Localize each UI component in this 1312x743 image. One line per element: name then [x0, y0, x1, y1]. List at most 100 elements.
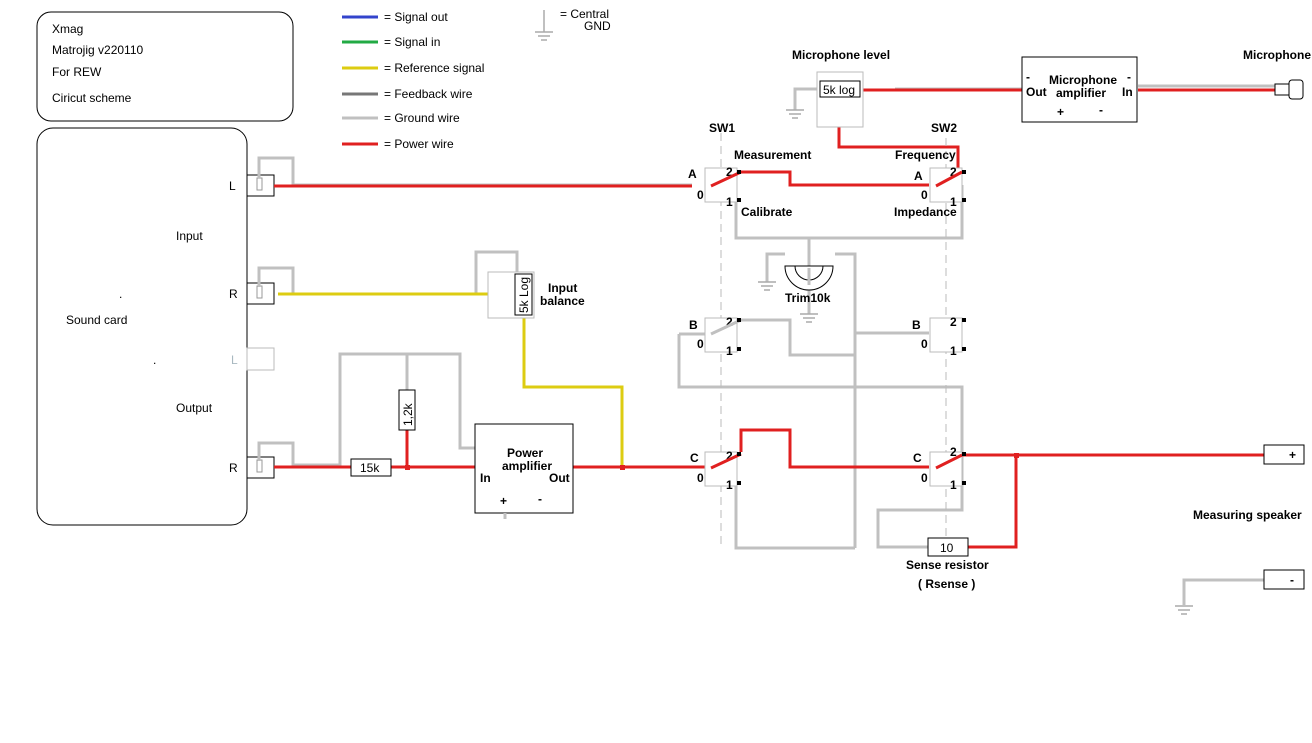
sw1-c-pos1: 1	[726, 478, 733, 492]
info-title: Xmag	[52, 22, 83, 36]
power-amp-in: In	[480, 471, 491, 485]
mic-level-pot[interactable]: 5k log	[816, 71, 864, 128]
input-balance-label: Input	[548, 281, 577, 295]
power-amp-minus: -	[538, 492, 542, 506]
sense-resistor-label: Sense resistor	[906, 558, 989, 572]
resistor-15k: 15k	[350, 458, 392, 477]
sw2-a-pos0: 0	[921, 188, 928, 202]
reference-wires	[278, 292, 624, 467]
mic-amp-title-2: amplifier	[1056, 86, 1106, 100]
legend-feedback: = Feedback wire	[384, 87, 473, 101]
mic-amp-minus-right: -	[1127, 70, 1131, 84]
port-output-r: R	[229, 461, 238, 475]
sense-resistor-value: 10	[940, 541, 954, 555]
sw2-label: SW2	[931, 121, 957, 135]
sw2-c-pos1: 1	[950, 478, 957, 492]
speaker-plus: +	[1289, 448, 1296, 462]
speaker-minus: -	[1290, 573, 1294, 587]
power-amp-out: Out	[549, 471, 570, 485]
input-balance-pot[interactable]: 5k Log	[487, 271, 535, 319]
sw1-deck-a: A	[688, 167, 697, 181]
legend-ground: = Ground wire	[384, 111, 460, 125]
sw2-b-pos1: 1	[950, 344, 957, 358]
port-input-l: L	[229, 179, 236, 193]
legend-signal-out: = Signal out	[384, 10, 448, 24]
sw2-deck-c: C	[913, 451, 922, 465]
sw2-c-pos0: 0	[921, 471, 928, 485]
sound-card-dot-1: .	[119, 287, 122, 301]
mic-amp-title: Microphone	[1049, 73, 1117, 87]
power-amp-title-2: amplifier	[502, 459, 552, 473]
info-version: Matrojig v220110	[52, 43, 143, 57]
sw2-a-pos2: 2	[950, 165, 957, 179]
mic-amp-out: Out	[1026, 85, 1047, 99]
sound-card-dot-2: .	[153, 353, 156, 367]
power-amp-plus: +	[500, 494, 507, 508]
switch-sw1[interactable]: SW1 Measurement Calibrate A 0 2 1 B 0 2 …	[688, 121, 811, 545]
speaker-plus-terminal: +	[1263, 444, 1305, 465]
sw2-deck-a: A	[914, 169, 923, 183]
legend-reference: = Reference signal	[384, 61, 484, 75]
power-wires	[274, 88, 1275, 549]
mic-level-title: Microphone level	[792, 48, 890, 62]
sw1-deck-c: C	[690, 451, 699, 465]
impedance-label: Impedance	[894, 205, 957, 219]
info-description: Ciricut scheme	[52, 91, 132, 105]
frequency-label: Frequency	[895, 148, 956, 162]
sw2-a-pos1: 1	[950, 195, 957, 209]
power-amp-title: Power	[507, 446, 543, 460]
sound-card-input-label: Input	[176, 229, 203, 243]
central-gnd-label: = Central	[560, 7, 609, 21]
resistor-1k2: 1,2k	[398, 389, 416, 431]
trim-pot[interactable]	[784, 265, 834, 291]
sound-card: Input Sound card Output . . L R L R	[36, 127, 248, 526]
jack-output-l	[246, 347, 275, 371]
microphone-icon	[1274, 79, 1304, 100]
sw1-a-pos0: 0	[697, 188, 704, 202]
sw2-c-pos2: 2	[950, 445, 957, 459]
info-box: Xmag Matrojig v220110 For REW Ciricut sc…	[36, 11, 294, 122]
input-balance-label-2: balance	[540, 294, 585, 308]
legend: = Signal out = Signal in = Reference sig…	[342, 7, 611, 151]
sense-resistor-label-2: ( Rsense )	[918, 577, 975, 591]
legend-power: = Power wire	[384, 137, 454, 151]
speaker-minus-terminal: -	[1263, 569, 1305, 590]
microphone-label: Microphone	[1243, 48, 1311, 62]
legend-signal-in: = Signal in	[384, 35, 440, 49]
mic-amplifier: Microphone amplifier - Out - In + -	[1021, 56, 1138, 123]
sw1-a-pos2: 2	[726, 165, 733, 179]
ground-icon	[1175, 605, 1193, 615]
mic-level-pot-value: 5k log	[823, 83, 855, 97]
sound-card-output-label: Output	[176, 401, 213, 415]
sense-resistor: 10	[927, 537, 969, 557]
port-input-r: R	[229, 287, 238, 301]
mic-amp-minus-left: -	[1026, 70, 1030, 84]
trim-pot-label: Trim10k	[785, 291, 831, 305]
sw1-deck-b: B	[689, 318, 698, 332]
power-amplifier: Power amplifier In Out + -	[474, 423, 574, 519]
ground-wires	[257, 84, 1275, 605]
central-gnd-symbol	[535, 10, 553, 41]
switch-sw2[interactable]: SW2 Frequency Impedance A 0 2 1 B 0 2 1 …	[894, 121, 963, 545]
sw1-c-pos0: 0	[697, 471, 704, 485]
sw1-b-pos2: 2	[726, 315, 733, 329]
port-output-l: L	[231, 353, 238, 367]
measurement-label: Measurement	[734, 148, 811, 162]
central-gnd-label-2: GND	[584, 19, 611, 33]
calibrate-label: Calibrate	[741, 205, 793, 219]
info-target: For REW	[52, 65, 102, 79]
junctions	[405, 453, 1019, 470]
ground-icon	[758, 281, 818, 323]
sw1-label: SW1	[709, 121, 735, 135]
resistor-15k-value: 15k	[360, 461, 380, 475]
resistor-1k2-value: 1,2k	[401, 402, 415, 426]
mic-amp-minus-bottom: -	[1099, 103, 1103, 117]
sw2-b-pos2: 2	[950, 315, 957, 329]
sound-card-label: Sound card	[66, 313, 127, 327]
sw2-b-pos0: 0	[921, 337, 928, 351]
jack-input-l	[246, 174, 275, 197]
input-pot-value: 5k Log	[517, 277, 531, 313]
sw1-b-pos1: 1	[726, 344, 733, 358]
sw2-deck-b: B	[912, 318, 921, 332]
